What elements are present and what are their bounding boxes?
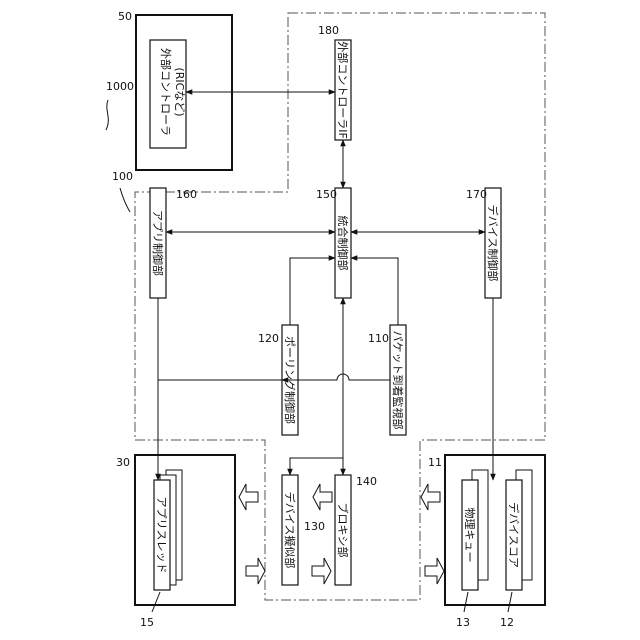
app-area-ref: 30 <box>116 456 130 469</box>
hollow-arrow-mid-right <box>312 558 331 584</box>
app-thread-leader <box>152 592 160 612</box>
ext-if-label: 外部コントローラIF <box>336 41 350 139</box>
integrated-control-label: 統合制御部 <box>336 216 350 271</box>
hollow-arrow-right-lower <box>246 558 265 584</box>
device-100-leader <box>120 188 130 212</box>
app-thread-ref: 15 <box>140 616 154 629</box>
device-emulation-label: デバイス擬似部 <box>283 492 297 569</box>
app-thread-label: アプリスレッド <box>155 497 168 574</box>
physical-queue-leader <box>464 592 468 612</box>
external-controller-label: 外部コントローラ <box>159 48 173 136</box>
physical-queue-ref: 13 <box>456 616 470 629</box>
to-emulation-arrow <box>290 458 343 475</box>
app-control-ref: 160 <box>176 188 197 201</box>
device-11-ref: 11 <box>428 456 442 469</box>
integrated-control-ref: 150 <box>316 188 337 201</box>
external-controller-sublabel: (RICなど) <box>173 67 186 116</box>
block-unit-label: ブロキシ部 <box>336 503 350 558</box>
packet-monitor-ref: 110 <box>368 332 389 345</box>
device-core-label: デバイスコア <box>507 502 521 568</box>
hollow-arrow-mid-left <box>313 484 332 510</box>
device-control-ref: 170 <box>466 188 487 201</box>
system-leader-line <box>106 100 108 130</box>
app-control-label: アプリ制御部 <box>151 210 165 276</box>
block-unit-ref: 140 <box>356 475 377 488</box>
app-area-frame <box>135 455 235 605</box>
device-emulation-ref: 130 <box>304 520 325 533</box>
system-ref-label: 1000 <box>106 80 134 93</box>
physical-queue-label: 物理キュー <box>463 508 477 563</box>
hollow-arrow-device-upper <box>421 484 440 510</box>
device-core-leader <box>508 592 512 612</box>
device-core-ref: 12 <box>500 616 514 629</box>
hollow-arrow-device-lower <box>425 558 444 584</box>
polling-control-ref: 120 <box>258 332 279 345</box>
ext-if-ref: 180 <box>318 24 339 37</box>
hollow-arrow-left-upper <box>239 484 258 510</box>
packet-to-integrated-arrow <box>351 258 398 325</box>
external-ref-label: 50 <box>118 10 132 23</box>
device-control-label: デバイス制御部 <box>486 205 500 282</box>
polling-to-integrated-arrow <box>290 258 335 325</box>
packet-monitor-label: パケット到着監視部 <box>391 331 405 430</box>
device-100-ref-label: 100 <box>112 170 133 183</box>
